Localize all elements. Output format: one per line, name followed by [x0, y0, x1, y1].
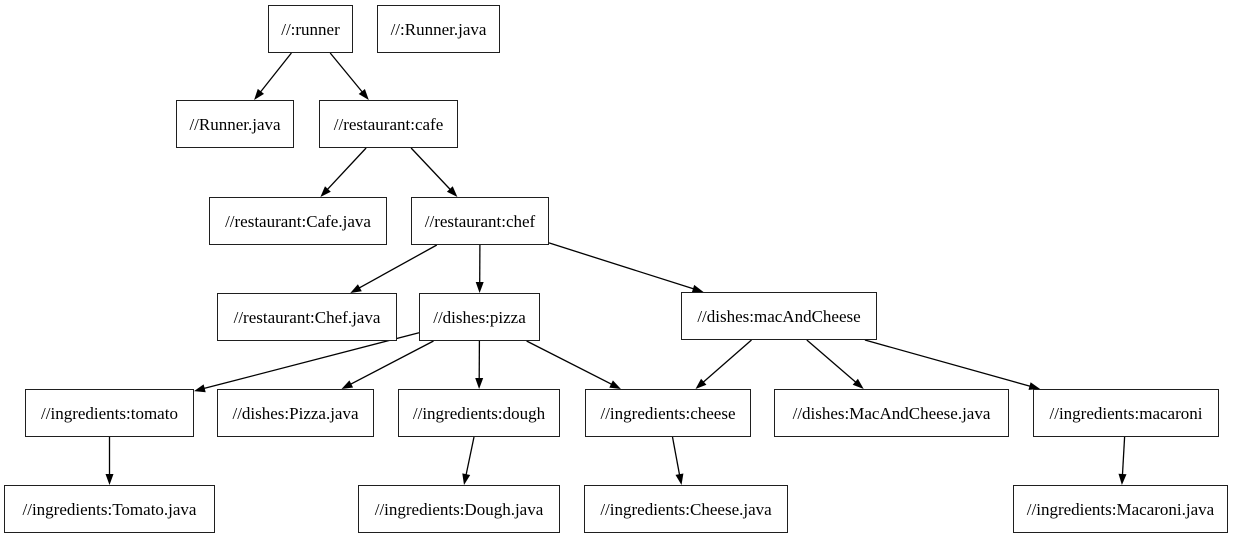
graph-edge-macaroni--macaroni-java [1121, 436, 1126, 477]
graph-node-label: //ingredients:Dough.java [374, 499, 544, 519]
arrowhead-icon-mac-and-cheese--macaroni [1028, 382, 1041, 390]
graph-node-dough-java: //ingredients:Dough.java [358, 485, 560, 533]
graph-node-macaroni: //ingredients:macaroni [1033, 389, 1219, 437]
graph-node-macaroni-java: //ingredients:Macaroni.java [1013, 485, 1228, 533]
graph-node-runner-java: //Runner.java [176, 100, 294, 148]
arrowhead-icon-macaroni--macaroni-java [1118, 473, 1127, 485]
graph-node-runner: //:runner [268, 5, 353, 53]
graph-node-label: //dishes:pizza [433, 307, 526, 327]
arrowhead-icon-dough--dough-java [462, 473, 471, 485]
graph-edge-dough--dough-java [465, 436, 475, 477]
graph-node-label: //dishes:macAndCheese [697, 306, 861, 326]
graph-node-label: //restaurant:cafe [333, 114, 444, 134]
graph-edge-mac-and-cheese--macaroni [864, 339, 1032, 388]
graph-node-label: //ingredients:tomato [41, 403, 178, 423]
arrowhead-icon-pizza--dough [475, 378, 484, 389]
graph-node-cafe-java: //restaurant:Cafe.java [209, 197, 387, 245]
arrowhead-icon-chef--pizza [475, 282, 484, 293]
arrowhead-icon-pizza--pizza-java [341, 380, 354, 389]
graph-edge-cheese--cheese-java [671, 436, 681, 477]
graph-edge-cafe--chef [410, 147, 452, 191]
graph-node-label: //ingredients:cheese [600, 403, 736, 423]
graph-node-pizza-java: //dishes:Pizza.java [217, 389, 374, 437]
graph-node-label: //restaurant:chef [424, 211, 536, 231]
arrowhead-icon-tomato--tomato-java [105, 474, 114, 485]
graph-edge-pizza--cheese [526, 340, 614, 386]
graph-node-pizza: //dishes:pizza [419, 293, 540, 341]
graph-node-cheese: //ingredients:cheese [585, 389, 751, 437]
arrowhead-icon-cheese--cheese-java [675, 473, 684, 485]
graph-edge-pizza--tomato [202, 332, 420, 390]
arrowhead-icon-mac-and-cheese--mac-and-cheese-java [852, 378, 864, 389]
arrowhead-icon-cafe--cafe-java [320, 186, 331, 197]
graph-edge-chef--mac-and-cheese [548, 242, 696, 290]
graph-node-label: //Runner.java [189, 114, 281, 134]
graph-node-cafe: //restaurant:cafe [319, 100, 458, 148]
graph-node-cheese-java: //ingredients:Cheese.java [584, 485, 788, 533]
graph-node-mac-and-cheese-java: //dishes:MacAndCheese.java [774, 389, 1009, 437]
graph-node-label: //ingredients:Tomato.java [22, 499, 197, 519]
graph-edge-chef--chef-java [357, 244, 438, 290]
graph-edge-runner--cafe [329, 52, 364, 94]
graph-edge-pizza--pizza-java [349, 340, 434, 386]
graph-edge-runner--runner-java [259, 52, 292, 94]
arrowhead-icon-mac-and-cheese--cheese [695, 378, 707, 389]
graph-node-chef: //restaurant:chef [411, 197, 549, 245]
graph-node-label: //:runner [281, 19, 340, 39]
graph-node-label: //ingredients:Cheese.java [600, 499, 772, 519]
graph-edge-mac-and-cheese--mac-and-cheese-java [806, 339, 858, 384]
graph-node-label: //ingredients:macaroni [1049, 403, 1203, 423]
graph-node-label: //dishes:MacAndCheese.java [792, 403, 991, 423]
graph-node-label: //restaurant:Chef.java [233, 307, 381, 327]
graph-node-runner-java-file: //:Runner.java [377, 5, 500, 53]
arrowhead-icon-runner--cafe [358, 89, 369, 100]
arrowhead-icon-pizza--cheese [609, 380, 621, 389]
graph-node-label: //ingredients:Macaroni.java [1026, 499, 1215, 519]
graph-edge-cafe--cafe-java [326, 147, 367, 191]
graph-node-tomato: //ingredients:tomato [25, 389, 194, 437]
graph-node-label: //ingredients:dough [412, 403, 546, 423]
graph-node-chef-java: //restaurant:Chef.java [217, 293, 397, 341]
graph-edge-mac-and-cheese--cheese [701, 339, 752, 384]
arrowhead-icon-chef--chef-java [350, 284, 362, 293]
arrowhead-icon-cafe--chef [446, 186, 458, 197]
graph-node-tomato-java: //ingredients:Tomato.java [4, 485, 215, 533]
graph-node-dough: //ingredients:dough [398, 389, 560, 437]
graph-node-label: //:Runner.java [390, 19, 487, 39]
graph-node-mac-and-cheese: //dishes:macAndCheese [681, 292, 877, 340]
arrowhead-icon-chef--mac-and-cheese [691, 284, 704, 293]
graph-node-label: //dishes:Pizza.java [232, 403, 359, 423]
arrowhead-icon-pizza--tomato [194, 384, 206, 393]
arrowhead-icon-runner--runner-java [254, 88, 264, 100]
graph-node-label: //restaurant:Cafe.java [225, 211, 371, 231]
